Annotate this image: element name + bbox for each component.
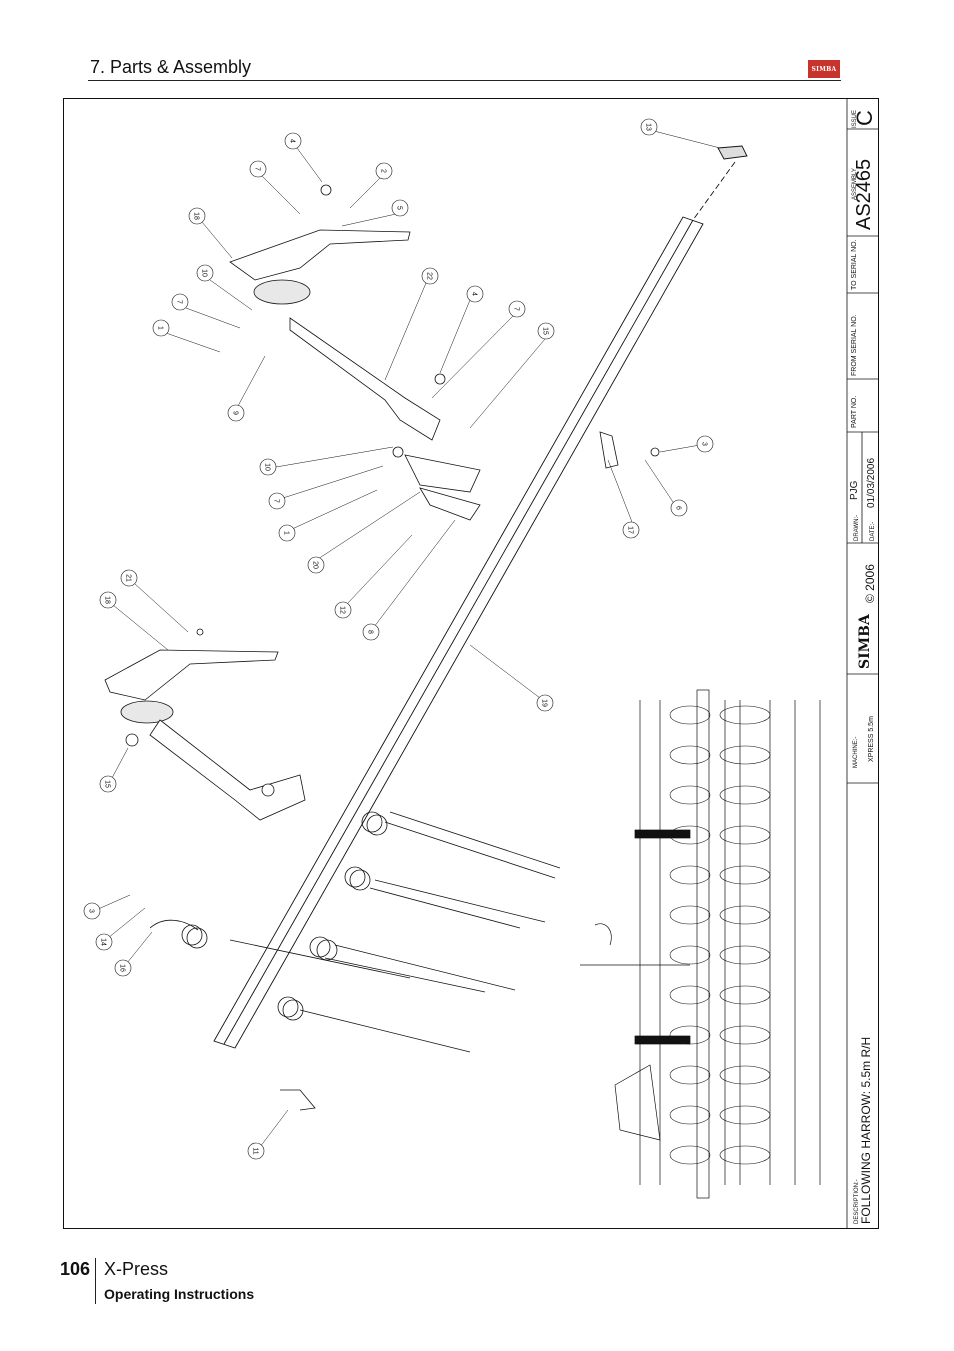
- svg-text:5: 5: [396, 206, 403, 210]
- callout: 7: [249, 160, 267, 178]
- brand-logo: SIMBA: [808, 60, 840, 78]
- callout: 21: [120, 569, 138, 587]
- svg-text:10: 10: [201, 269, 208, 277]
- callout: 10: [196, 264, 214, 282]
- svg-text:18: 18: [104, 596, 111, 604]
- svg-text:12: 12: [339, 606, 346, 614]
- manual-name: X-Press: [104, 1259, 169, 1279]
- callout: 4: [466, 285, 484, 303]
- svg-text:8: 8: [367, 630, 374, 634]
- svg-text:3: 3: [701, 442, 708, 446]
- title-block: [846, 99, 879, 1228]
- svg-text:10: 10: [264, 463, 271, 471]
- machine-label: MACHINE:-: [853, 737, 859, 768]
- callout: 20: [307, 556, 325, 574]
- callout: 15: [99, 775, 117, 793]
- description-value: FOLLOWING HARROW: 5.5m R/H: [859, 1037, 873, 1224]
- callout: 18: [99, 591, 117, 609]
- header-divider: [88, 80, 841, 81]
- callout: 7: [508, 300, 526, 318]
- svg-text:6: 6: [675, 506, 682, 510]
- section-title: 7. Parts & Assembly: [90, 57, 252, 77]
- manual-subtitle: Operating Instructions: [104, 1286, 255, 1302]
- lower-bracket: [104, 628, 306, 821]
- callout: 11: [247, 1142, 265, 1160]
- callout: 12: [334, 601, 352, 619]
- callout: 22: [421, 267, 439, 285]
- svg-text:11: 11: [252, 1147, 259, 1154]
- callout: 3: [83, 902, 101, 920]
- callout: 1: [152, 319, 170, 337]
- assembly-number: AS2465: [853, 159, 875, 230]
- svg-text:15: 15: [104, 780, 111, 788]
- date-value: 01/03/2006: [866, 458, 877, 508]
- assembly-label: ASSEMBLY: [852, 168, 858, 200]
- svg-text:14: 14: [100, 938, 107, 946]
- issue-label: ISSUE: [852, 110, 858, 128]
- callout: 5: [391, 199, 409, 217]
- callout: 2: [375, 162, 393, 180]
- svg-text:7: 7: [254, 167, 261, 171]
- svg-text:1: 1: [157, 326, 164, 330]
- machine-overview: [580, 689, 821, 1199]
- upper-bracket: [229, 184, 660, 521]
- to-serial-label: TO SERIAL NO.: [851, 239, 858, 290]
- svg-text:19: 19: [541, 699, 548, 707]
- callout: 14: [95, 933, 113, 951]
- svg-text:22: 22: [426, 272, 433, 280]
- callout: 7: [268, 492, 286, 510]
- simba-logo: SIMBA: [857, 613, 873, 669]
- svg-text:4: 4: [471, 292, 478, 296]
- callouts: 13 4 7 2 5 18 22 10 4 7 7 15 1 9 3 10 7 …: [83, 118, 714, 1160]
- svg-text:15: 15: [542, 327, 549, 335]
- callout: 10: [259, 458, 277, 476]
- svg-text:7: 7: [273, 499, 280, 503]
- svg-text:9: 9: [232, 411, 239, 415]
- callout: 16: [114, 959, 132, 977]
- drawn-value: PJG: [849, 480, 860, 500]
- svg-text:17: 17: [627, 526, 634, 534]
- drawn-label: DRAWN:-: [854, 515, 860, 541]
- date-label: DATE:-: [870, 522, 876, 541]
- callout: 13: [640, 118, 658, 136]
- callout: 4: [284, 132, 302, 150]
- title-block-text: ISSUE C ASSEMBLY AS2465 TO SERIAL NO. FR…: [849, 110, 877, 1224]
- callout: 8: [362, 623, 380, 641]
- tines: [149, 811, 561, 1111]
- callout: 17: [622, 521, 640, 539]
- part-no-label: PART NO.: [851, 396, 858, 428]
- description-label: DESCRIPTION:-: [854, 1179, 860, 1224]
- machine-value: XPRESS 5.5m: [868, 716, 875, 762]
- svg-text:13: 13: [645, 123, 652, 131]
- callout: 3: [696, 435, 714, 453]
- leader-lines: [95, 130, 721, 1148]
- callout: 7: [171, 293, 189, 311]
- issue-value: C: [852, 110, 877, 126]
- svg-text:1: 1: [283, 531, 290, 535]
- callout: 19: [536, 694, 554, 712]
- drawing-frame: [63, 98, 879, 1229]
- callout: 15: [537, 322, 555, 340]
- copyright: © 2006: [863, 564, 877, 603]
- svg-text:18: 18: [193, 212, 200, 220]
- footer-divider: [95, 1258, 96, 1304]
- svg-text:3: 3: [88, 909, 95, 913]
- callout: 9: [227, 404, 245, 422]
- callout: 6: [670, 499, 688, 517]
- callout: 18: [188, 207, 206, 225]
- svg-text:21: 21: [125, 574, 132, 582]
- main-tube: [213, 145, 748, 1049]
- callout: 1: [278, 524, 296, 542]
- svg-text:20: 20: [312, 561, 319, 569]
- svg-text:7: 7: [176, 300, 183, 304]
- page-number: 106: [60, 1259, 91, 1279]
- svg-text:2: 2: [380, 169, 387, 173]
- svg-text:16: 16: [119, 964, 126, 972]
- from-serial-label: FROM SERIAL NO.: [851, 314, 858, 376]
- svg-text:7: 7: [513, 307, 520, 311]
- svg-text:4: 4: [289, 139, 296, 143]
